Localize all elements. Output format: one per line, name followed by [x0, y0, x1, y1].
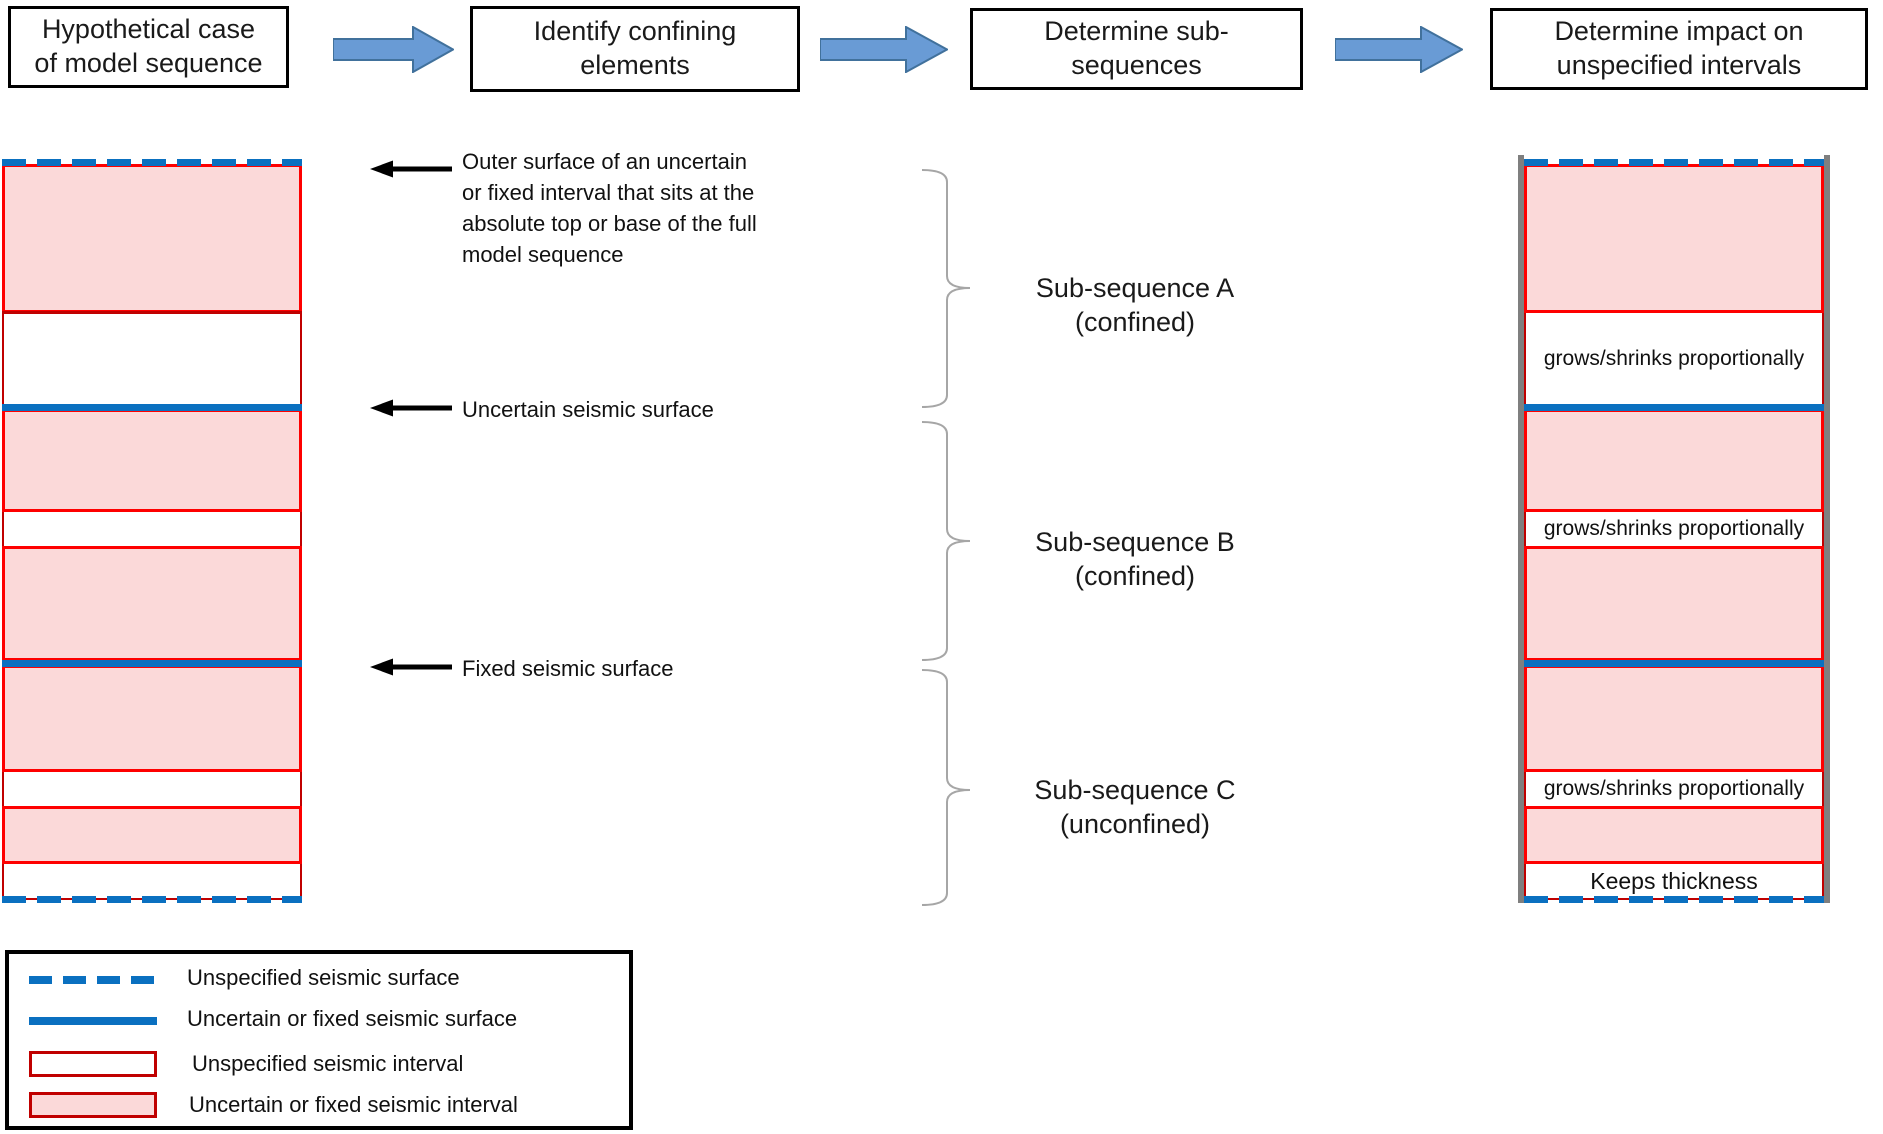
interval-band-uncertain	[2, 546, 302, 661]
legend-label: Unspecified seismic interval	[192, 1051, 464, 1076]
impact-label: grows/shrinks proportionally	[1543, 517, 1805, 540]
interval-band-uncertain	[1524, 806, 1824, 864]
subsequence-c-label: Sub-sequence C (unconfined)	[965, 773, 1305, 841]
subsequence-qualifier: (unconfined)	[1059, 809, 1211, 839]
flow-arrow-icon	[1335, 26, 1463, 73]
annotation-arrow-icon	[370, 658, 452, 676]
interval-band-unspecified	[2, 311, 302, 407]
interval-band-uncertain	[1524, 665, 1824, 772]
flow-arrow-icon	[333, 26, 454, 73]
interval-band-unspecified: Keeps thickness	[1524, 862, 1824, 900]
flow-step-label: Identify confining elements	[533, 16, 737, 80]
flow-step-determine-subsequences: Determine sub- sequences	[970, 8, 1303, 90]
legend-uncertain-interval-icon	[29, 1092, 157, 1118]
model-sequence-column	[2, 155, 302, 907]
impact-column: grows/shrinks proportionally grows/shrin…	[1518, 155, 1830, 907]
annotation-arrow-icon	[370, 160, 452, 178]
subsequence-a-label: Sub-sequence A (confined)	[965, 271, 1305, 339]
brace-subsequence-a	[921, 169, 971, 408]
interval-band-unspecified: grows/shrinks proportionally	[1524, 770, 1824, 808]
interval-band-uncertain	[2, 665, 302, 772]
interval-band-uncertain	[2, 409, 302, 512]
unspecified-seismic-surface-line-bottom	[2, 896, 302, 903]
fixed-seismic-surface-line	[2, 660, 302, 667]
unspecified-seismic-surface-line-top	[2, 159, 302, 166]
interval-band-uncertain	[1524, 546, 1824, 661]
interval-band-unspecified	[2, 510, 302, 548]
interval-band-unspecified: grows/shrinks proportionally	[1524, 510, 1824, 548]
flow-step-label: Determine impact on unspecified interval…	[1554, 16, 1804, 80]
legend-label: Uncertain or fixed seismic surface	[187, 1006, 518, 1031]
fixed-surface-annotation: Fixed seismic surface	[462, 656, 674, 681]
flow-step-identify-confining: Identify confining elements	[470, 6, 800, 92]
uncertain-surface-annotation: Uncertain seismic surface	[462, 397, 714, 422]
interval-band-unspecified	[2, 862, 302, 900]
impact-label: Keeps thickness	[1590, 867, 1758, 894]
legend: Unspecified seismic surface Uncertain or…	[5, 950, 633, 1130]
subsequence-b-label: Sub-sequence B (confined)	[965, 525, 1305, 593]
confining-frame-right	[1824, 155, 1830, 903]
legend-unspecified-interval-icon	[29, 1051, 157, 1077]
unspecified-seismic-surface-line-bottom	[1524, 896, 1824, 903]
interval-band-uncertain	[1524, 164, 1824, 313]
brace-subsequence-b	[921, 421, 971, 661]
unspecified-seismic-surface-line-top	[1524, 159, 1824, 166]
impact-label: grows/shrinks proportionally	[1543, 347, 1805, 370]
flow-step-hypothetical-case: Hypothetical case of model sequence	[8, 6, 289, 88]
flow-step-label: Determine sub- sequences	[1044, 16, 1229, 80]
legend-solid-blue-line-icon	[29, 1017, 157, 1025]
confining-frame-left	[1518, 155, 1524, 903]
uncertain-seismic-surface-line	[2, 404, 302, 411]
legend-label: Uncertain or fixed seismic interval	[189, 1092, 518, 1117]
uncertain-seismic-surface-line	[1524, 404, 1824, 411]
interval-band-uncertain	[2, 164, 302, 313]
interval-band-uncertain	[1524, 409, 1824, 512]
interval-band-uncertain	[2, 806, 302, 864]
legend-label: Unspecified seismic surface	[187, 965, 460, 990]
flow-step-label: Hypothetical case of model sequence	[34, 14, 263, 78]
brace-subsequence-c	[921, 669, 971, 906]
subsequence-name: Sub-sequence A	[1035, 273, 1235, 303]
subsequence-qualifier: (confined)	[1074, 307, 1196, 337]
legend-dashed-blue-line-icon	[29, 976, 157, 984]
subsequence-name: Sub-sequence B	[1035, 527, 1235, 557]
outer-surface-annotation: Outer surface of an uncertain or fixed i…	[462, 149, 757, 267]
fixed-seismic-surface-line	[1524, 660, 1824, 667]
flow-step-determine-impact: Determine impact on unspecified interval…	[1490, 8, 1868, 90]
impact-label: grows/shrinks proportionally	[1543, 777, 1805, 800]
flow-arrow-icon	[820, 26, 948, 73]
annotation-arrow-icon	[370, 399, 452, 417]
interval-band-unspecified: grows/shrinks proportionally	[1524, 311, 1824, 407]
subsequence-name: Sub-sequence C	[1034, 775, 1236, 805]
subsequence-qualifier: (confined)	[1074, 561, 1196, 591]
interval-band-unspecified	[2, 770, 302, 808]
